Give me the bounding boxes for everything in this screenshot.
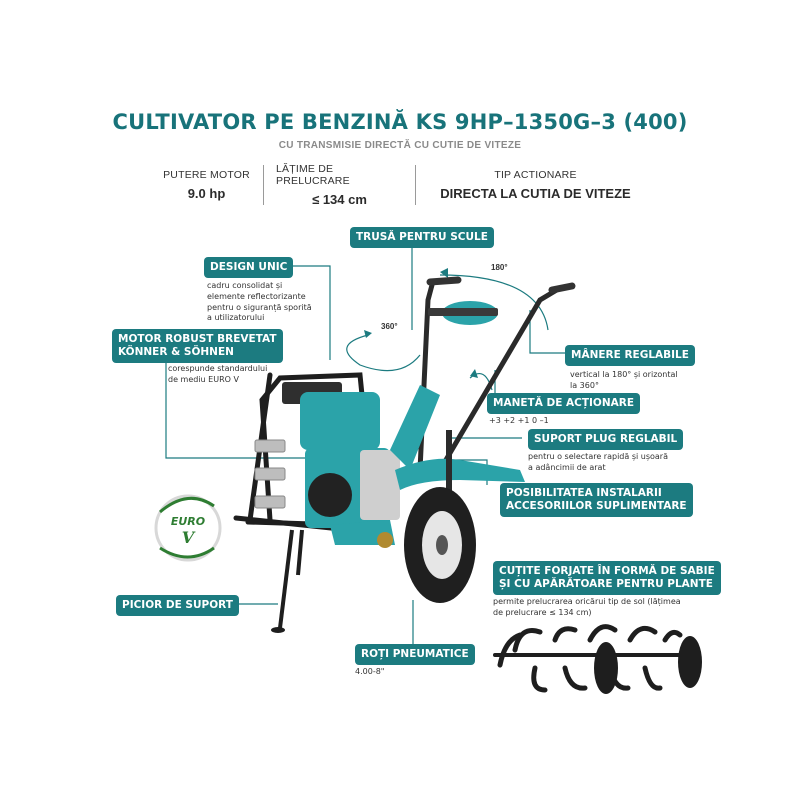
hub bbox=[377, 532, 393, 548]
callout-design-note: cadru consolidat și elemente reflectoriz… bbox=[207, 281, 312, 323]
euro-badge-text: EURO bbox=[170, 515, 206, 528]
angle-vertical-label: 180° bbox=[491, 263, 508, 272]
callout-engine-note: corespunde standardului de mediu EURO V bbox=[168, 364, 268, 384]
spec-value: ≤ 134 cm bbox=[312, 192, 367, 207]
page-title: CULTIVATOR PE BENZINĂ KS 9HP–1350G–3 (40… bbox=[112, 110, 688, 134]
euro-badge-level: V bbox=[181, 528, 195, 547]
callout-tool-kit: TRUSĂ PENTRU SCULE bbox=[350, 227, 494, 249]
fender bbox=[395, 458, 525, 490]
callout-handles: MÂNERE REGLABILE bbox=[565, 345, 695, 367]
plow-hitch bbox=[446, 430, 452, 530]
spec-bar: PUTERE MOTOR 9.0 hp LĂȚIME DE PRELUCRARE… bbox=[150, 163, 660, 207]
spec-label: TIP ACTIONARE bbox=[494, 169, 577, 181]
callout-design: DESIGN UNIC bbox=[204, 257, 294, 279]
recoil-starter bbox=[308, 473, 352, 517]
callout-plow-support: SUPORT PLUG REGLABIL bbox=[528, 429, 684, 451]
spec-drive-type: TIP ACTIONARE DIRECTA LA CUTIA DE VITEZE bbox=[415, 165, 655, 205]
spec-value: 9.0 hp bbox=[187, 186, 226, 201]
spec-engine-power: PUTERE MOTOR 9.0 hp bbox=[150, 165, 263, 205]
callout-engine: MOTOR ROBUST BREVETAT KÖNNER & SÖHNEN bbox=[112, 329, 283, 364]
callout-plow-support-note: pentru o selectare rapidă și ușoară a ad… bbox=[528, 452, 668, 472]
callout-accessories: POSIBILITATEA INSTALARII ACCESORIILOR SU… bbox=[500, 483, 693, 518]
spec-working-width: LĂȚIME DE PRELUCRARE ≤ 134 cm bbox=[263, 163, 415, 207]
page-subtitle: CU TRANSMISIE DIRECTĂ CU CUTIE DE VITEZE bbox=[278, 140, 522, 151]
fuel-tank bbox=[300, 392, 380, 450]
gearbox bbox=[390, 385, 440, 470]
plant-guard-disc bbox=[594, 642, 618, 694]
callout-wheels-note: 4.00-8" bbox=[355, 667, 385, 676]
arrow-heads bbox=[364, 268, 478, 378]
handle-grips bbox=[426, 276, 576, 294]
euro-v-badge bbox=[154, 494, 222, 562]
callout-tines: CUȚITE FORJATE ÎN FORMĂ DE SABIE ȘI CU A… bbox=[493, 561, 721, 596]
callout-handles-note: vertical la 180° și orizontal la 360° bbox=[570, 370, 678, 390]
spec-label: LĂȚIME DE PRELUCRARE bbox=[276, 163, 350, 187]
spec-label: PUTERE MOTOR bbox=[163, 169, 250, 181]
reflector-guards bbox=[254, 439, 286, 509]
plant-guard-disc bbox=[678, 636, 702, 688]
callout-support-stand: PICIOR DE SUPORT bbox=[116, 595, 239, 617]
engine-side bbox=[360, 450, 400, 520]
callout-tines-note: permite prelucrarea oricărui tip de sol … bbox=[493, 597, 681, 617]
spec-value: DIRECTA LA CUTIA DE VITEZE bbox=[440, 186, 631, 201]
tiller-tines bbox=[493, 624, 692, 693]
callout-control-lever: MANETĂ DE ACȚIONARE bbox=[487, 393, 641, 415]
support-stand bbox=[278, 529, 304, 629]
callout-control-lever-note: +3 +2 +1 0 –1 bbox=[489, 416, 549, 425]
angle-horizontal-label: 360° bbox=[381, 322, 398, 331]
callout-wheels: ROȚI PNEUMATICE bbox=[355, 644, 475, 666]
